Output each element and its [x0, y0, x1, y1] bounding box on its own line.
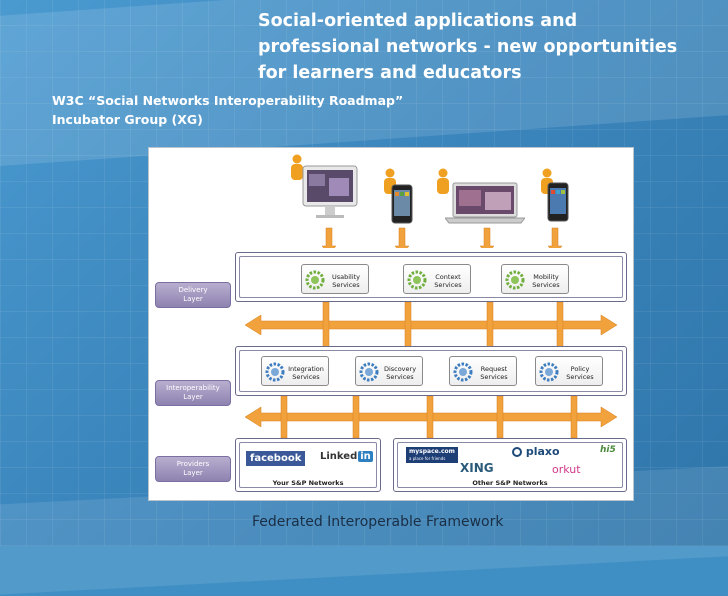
gear-icon — [539, 362, 559, 382]
slide-subtitle: W3C “Social Networks Interoperability Ro… — [52, 91, 472, 129]
orkut-logo: orkut — [552, 463, 581, 476]
xing-logo: XING — [460, 461, 494, 475]
facebook-logo: facebook — [246, 451, 306, 466]
label-line: Delivery — [178, 286, 208, 294]
slide-title: Social-oriented applications and profess… — [258, 8, 718, 86]
title-line-3: for learners and educators — [258, 63, 522, 83]
label-line: Providers — [176, 460, 210, 468]
arrows-delivery-interop — [244, 302, 618, 348]
usability-services-box: Usability Services — [301, 264, 369, 294]
plaxo-icon — [512, 447, 522, 457]
service-line: Services — [332, 281, 360, 289]
service-line: Policy — [570, 365, 590, 373]
policy-services-box: Policy Services — [535, 356, 603, 386]
integration-services-box: Integration Services — [261, 356, 329, 386]
layer-border — [239, 350, 623, 392]
other-networks-box: myspace.com a place for friends XING pla… — [393, 438, 627, 492]
label-line: Layer — [183, 295, 203, 303]
service-line: Services — [532, 281, 560, 289]
service-label: Usability Services — [326, 273, 366, 289]
smartphone-icon — [547, 182, 569, 222]
person-icon — [291, 154, 303, 180]
myspace-tagline: a place for friends — [409, 456, 446, 461]
service-label: Context Services — [428, 273, 468, 289]
service-line: Services — [292, 373, 320, 381]
myspace-text: myspace.com — [409, 448, 455, 455]
box-border — [239, 442, 377, 488]
laptop-icon — [445, 182, 525, 224]
service-line: Services — [480, 373, 508, 381]
service-line: Mobility — [533, 273, 559, 281]
device-arrows — [321, 227, 563, 248]
title-line-2: professional networks - new opportunitie… — [258, 37, 678, 57]
linkedin-in: in — [358, 451, 373, 462]
plaxo-logo: plaxo — [512, 445, 560, 458]
gear-icon — [305, 270, 325, 290]
service-line: Context — [435, 273, 461, 281]
devices-row — [321, 227, 563, 248]
mobility-services-box: Mobility Services — [501, 264, 569, 294]
request-services-box: Request Services — [449, 356, 517, 386]
service-label: Request Services — [474, 365, 514, 381]
myspace-logo: myspace.com a place for friends — [406, 447, 458, 463]
delivery-layer-label: Delivery Layer — [155, 282, 231, 308]
linkedin-text: Linked — [320, 451, 358, 462]
layer-border — [239, 256, 623, 298]
gear-icon — [453, 362, 473, 382]
service-label: Integration Services — [286, 365, 326, 381]
framework-diagram: Delivery Layer Interoperability Layer — [148, 147, 634, 501]
person-icon — [437, 168, 449, 194]
service-line: Services — [566, 373, 594, 381]
service-line: Usability — [331, 273, 361, 281]
gear-icon — [359, 362, 379, 382]
service-line: Request — [480, 365, 508, 373]
box-border — [397, 442, 623, 488]
service-label: Discovery Services — [380, 365, 420, 381]
gear-icon — [265, 362, 285, 382]
arrows-interop-providers — [244, 396, 618, 438]
other-networks-caption: Other S&P Networks — [472, 479, 548, 487]
your-networks-caption: Your S&P Networks — [272, 479, 344, 487]
context-services-box: Context Services — [403, 264, 471, 294]
service-label: Policy Services — [560, 365, 600, 381]
providers-layer-label: Providers Layer — [155, 456, 231, 482]
gear-icon — [407, 270, 427, 290]
diagram-caption: Federated Interoperable Framework — [252, 514, 504, 530]
hi5-logo: hi5 — [600, 445, 616, 455]
gear-icon — [505, 270, 525, 290]
label-line: Interoperability — [166, 384, 220, 392]
smartphone-icon — [391, 184, 413, 224]
desktop-monitor-icon — [302, 165, 358, 218]
discovery-services-box: Discovery Services — [355, 356, 423, 386]
label-line: Layer — [183, 393, 203, 401]
plaxo-text: plaxo — [525, 445, 560, 458]
subtitle-line-1: W3C “Social Networks Interoperability Ro… — [52, 93, 404, 108]
service-line: Services — [434, 281, 462, 289]
subtitle-line-2: Incubator Group (XG) — [52, 112, 203, 127]
interoperability-layer-label: Interoperability Layer — [155, 380, 231, 406]
title-line-1: Social-oriented applications and — [258, 11, 578, 31]
service-line: Services — [386, 373, 414, 381]
label-line: Layer — [183, 469, 203, 477]
service-line: Discovery — [383, 365, 417, 373]
service-label: Mobility Services — [526, 273, 566, 289]
service-line: Integration — [288, 365, 324, 373]
